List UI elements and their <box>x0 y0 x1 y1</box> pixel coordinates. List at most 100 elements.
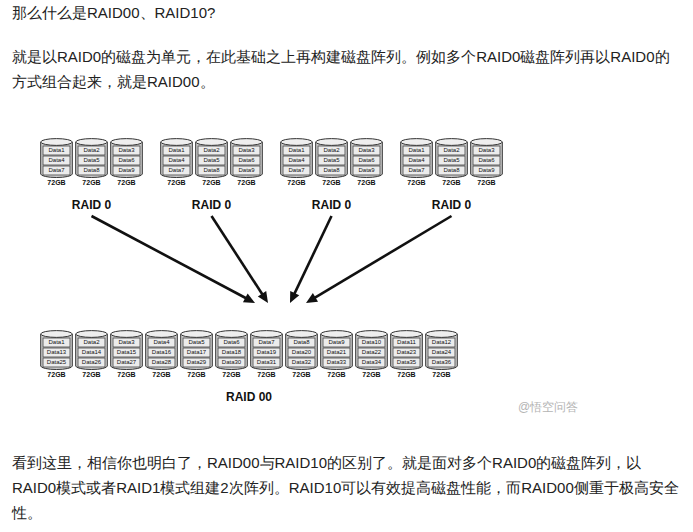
data-block: Data8 <box>78 166 105 175</box>
data-block: Data30 <box>218 358 245 367</box>
disk-cylinder: Data1Data4Data772GB <box>280 138 313 188</box>
data-block: Data6 <box>233 156 260 165</box>
data-block: Data13 <box>43 348 70 357</box>
data-block: Data1 <box>163 146 190 155</box>
capacity-label: 72GB <box>224 179 269 186</box>
disk-cylinder: Data1Data4Data772GB <box>400 138 433 188</box>
data-block: Data33 <box>323 358 350 367</box>
data-block: Data4 <box>148 338 175 347</box>
data-block: Data20 <box>288 348 315 357</box>
data-block: Data8 <box>318 166 345 175</box>
disk-cylinder: Data1Data13Data2572GB <box>40 330 73 380</box>
disk-cylinder: Data2Data5Data872GB <box>195 138 228 188</box>
data-block: Data34 <box>358 358 385 367</box>
data-block: Data11 <box>393 338 420 347</box>
array-label: RAID 0 <box>312 198 351 212</box>
capacity-label: 72GB <box>419 371 464 378</box>
disk-array: RAID 0Data1Data4Data772GBData2Data5Data8… <box>160 138 263 214</box>
data-block: Data7 <box>403 166 430 175</box>
data-block: Data14 <box>78 348 105 357</box>
capacity-label: 72GB <box>209 371 254 378</box>
capacity-label: 72GB <box>344 179 389 186</box>
disk-array: RAID 0Data1Data4Data772GBData2Data5Data8… <box>40 138 143 214</box>
data-block: Data25 <box>43 358 70 367</box>
data-block: Data7 <box>43 166 70 175</box>
data-block: Data5 <box>198 156 225 165</box>
data-block: Data2 <box>78 146 105 155</box>
data-block: Data8 <box>198 166 225 175</box>
data-block: Data7 <box>253 338 280 347</box>
capacity-label: 72GB <box>34 371 79 378</box>
data-block: Data31 <box>253 358 280 367</box>
watermark: @悟空问答 <box>518 399 578 416</box>
data-block: Data2 <box>318 146 345 155</box>
data-block: Data4 <box>163 156 190 165</box>
data-block: Data36 <box>428 358 455 367</box>
data-block: Data7 <box>163 166 190 175</box>
disk-cylinder: Data12Data24Data3672GB <box>425 330 458 380</box>
disk-cylinder: Data10Data22Data3472GB <box>355 330 388 380</box>
capacity-label: 72GB <box>139 371 184 378</box>
data-block: Data3 <box>113 338 140 347</box>
data-block: Data6 <box>218 338 245 347</box>
capacity-label: 72GB <box>69 371 114 378</box>
capacity-label: 72GB <box>69 179 114 186</box>
data-block: Data27 <box>113 358 140 367</box>
disk-cylinder: Data2Data5Data872GB <box>75 138 108 188</box>
data-block: Data16 <box>148 348 175 357</box>
data-block: Data4 <box>43 156 70 165</box>
data-block: Data19 <box>253 348 280 357</box>
data-block: Data9 <box>473 166 500 175</box>
disk-cylinder: Data2Data5Data872GB <box>315 138 348 188</box>
disk-cylinder: Data3Data6Data972GB <box>230 138 263 188</box>
paragraph: 就是以RAID0的磁盘为单元，在此基础之上再构建磁盘阵列。例如多个RAID0磁盘… <box>12 44 682 94</box>
data-block: Data7 <box>283 166 310 175</box>
data-block: Data6 <box>473 156 500 165</box>
data-block: Data22 <box>358 348 385 357</box>
data-block: Data18 <box>218 348 245 357</box>
page-title: 那么什么是RAID00、RAID10? <box>12 0 682 25</box>
disk-cylinder: Data3Data6Data972GB <box>470 138 503 188</box>
disk-cylinder: Data3Data6Data972GB <box>110 138 143 188</box>
data-block: Data9 <box>323 338 350 347</box>
data-block: Data2 <box>438 146 465 155</box>
data-block: Data4 <box>403 156 430 165</box>
capacity-label: 72GB <box>429 179 474 186</box>
capacity-label: 72GB <box>244 371 289 378</box>
data-block: Data17 <box>183 348 210 357</box>
array-label: RAID 00 <box>226 390 272 404</box>
capacity-label: 72GB <box>309 179 354 186</box>
disk-cylinder: Data9Data21Data3372GB <box>320 330 353 380</box>
disk-cylinder: Data2Data14Data2672GB <box>75 330 108 380</box>
data-block: Data23 <box>393 348 420 357</box>
data-block: Data32 <box>288 358 315 367</box>
data-block: Data24 <box>428 348 455 357</box>
data-block: Data21 <box>323 348 350 357</box>
arrow-connector <box>212 216 269 303</box>
data-block: Data2 <box>198 146 225 155</box>
disk-cylinder: Data7Data19Data3172GB <box>250 330 283 380</box>
disk-array: RAID 00Data1Data13Data2572GBData2Data14D… <box>40 305 458 406</box>
data-block: Data1 <box>43 338 70 347</box>
data-block: Data26 <box>78 358 105 367</box>
data-block: Data4 <box>283 156 310 165</box>
data-block: Data8 <box>438 166 465 175</box>
data-block: Data1 <box>403 146 430 155</box>
data-block: Data5 <box>183 338 210 347</box>
data-block: Data3 <box>353 146 380 155</box>
capacity-label: 72GB <box>279 371 324 378</box>
data-block: Data3 <box>233 146 260 155</box>
data-block: Data5 <box>318 156 345 165</box>
arrow-connector <box>290 216 332 303</box>
data-block: Data8 <box>288 338 315 347</box>
data-block: Data12 <box>428 338 455 347</box>
array-label: RAID 0 <box>72 198 111 212</box>
disk-cylinder: Data3Data6Data972GB <box>350 138 383 188</box>
disk-cylinder: Data6Data18Data3072GB <box>215 330 248 380</box>
disk-cylinder: Data2Data5Data872GB <box>435 138 468 188</box>
data-block: Data9 <box>353 166 380 175</box>
capacity-label: 72GB <box>394 179 439 186</box>
data-block: Data6 <box>353 156 380 165</box>
disk-cylinder: Data11Data23Data3572GB <box>390 330 423 380</box>
capacity-label: 72GB <box>314 371 359 378</box>
